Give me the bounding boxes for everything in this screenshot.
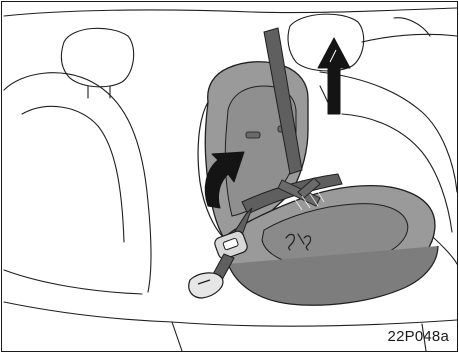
buckle-receptacle (189, 273, 223, 298)
left-head-restraint (61, 28, 133, 87)
figure-code: 22P048a (388, 328, 449, 345)
